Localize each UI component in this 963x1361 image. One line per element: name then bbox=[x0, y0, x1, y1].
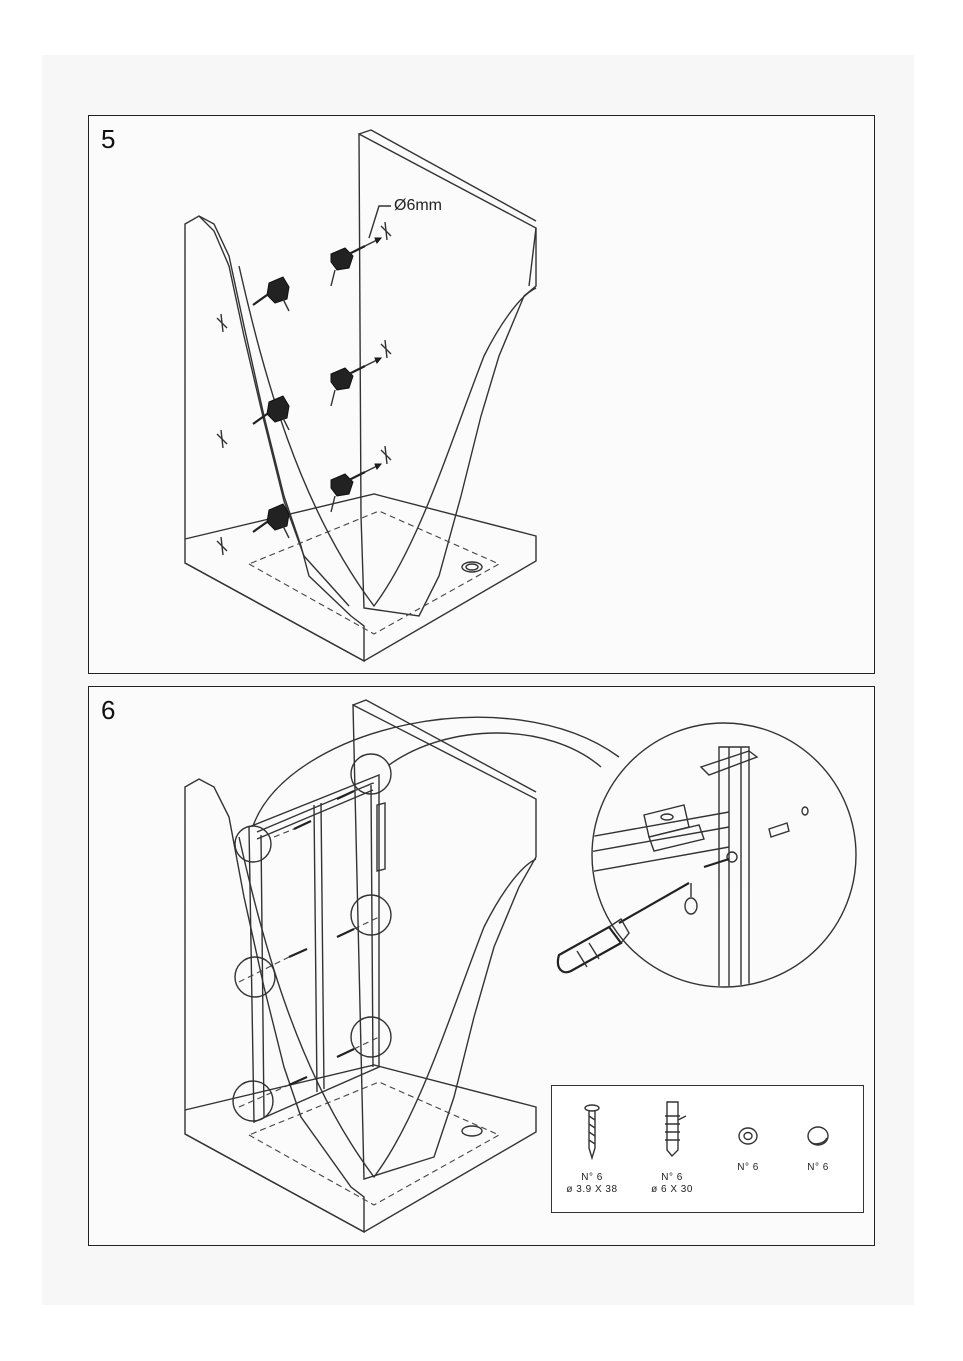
drill-icon bbox=[253, 396, 289, 430]
drain bbox=[462, 1126, 482, 1136]
drill-mark-right-3 bbox=[381, 446, 391, 464]
shower-drilling-illustration: Ø6mm bbox=[89, 116, 876, 675]
detail-circle-mid-right bbox=[351, 895, 391, 935]
back-wall-top-edge bbox=[359, 130, 536, 221]
drill-mark-left-1 bbox=[217, 314, 227, 332]
drill-mark-right-2 bbox=[381, 340, 391, 358]
callout-arc-outer bbox=[253, 717, 619, 826]
cap-detail bbox=[685, 898, 697, 914]
drill-mark-left-2 bbox=[217, 430, 227, 448]
detail-circle-mid-left bbox=[235, 957, 275, 997]
magnified-detail bbox=[592, 723, 856, 987]
part-qty: N° 6 bbox=[778, 1162, 858, 1173]
screw-icon bbox=[585, 1105, 599, 1158]
cutaway-curve bbox=[239, 266, 536, 606]
back-wall bbox=[353, 705, 536, 1179]
shower-tray-base bbox=[185, 1065, 536, 1232]
door-handle bbox=[377, 803, 385, 871]
drill-mark-left-3 bbox=[217, 537, 227, 555]
part-qty: N° 6 bbox=[708, 1162, 788, 1173]
door-divider bbox=[314, 805, 317, 1092]
part-dim: ø 6 X 30 bbox=[632, 1184, 712, 1195]
magnified-detail-content bbox=[589, 747, 808, 987]
drill-icon bbox=[331, 358, 381, 406]
parts-list: N° 6 ø 3.9 X 38 N° 6 ø 6 X 30 N° 6 N° 6 bbox=[551, 1085, 864, 1213]
wall-plug-icon bbox=[665, 1102, 686, 1156]
detail-circle-bottom-right bbox=[351, 1017, 391, 1057]
back-wall-top-edge bbox=[353, 700, 536, 792]
cutaway-curve bbox=[239, 837, 536, 1177]
screwdriver-shaft bbox=[619, 883, 689, 923]
left-wall bbox=[185, 779, 364, 1232]
step-5-panel: 5 bbox=[88, 115, 875, 674]
drill-icon bbox=[331, 464, 381, 512]
cap-icon bbox=[808, 1127, 828, 1145]
step-6-panel: 6 bbox=[88, 686, 875, 1246]
drill-icon bbox=[253, 277, 289, 311]
callout-arc-inner bbox=[389, 733, 601, 767]
drill-size-label: Ø6mm bbox=[394, 197, 442, 214]
drill-mark-right-1 bbox=[381, 222, 391, 240]
part-dim: ø 3.9 X 38 bbox=[552, 1184, 632, 1195]
screwdriver-icon bbox=[558, 919, 629, 972]
tray-outline-dashed bbox=[249, 511, 499, 634]
part-qty: N° 6 bbox=[632, 1172, 712, 1183]
washer-icon bbox=[739, 1128, 757, 1144]
tray-outline-dashed bbox=[249, 1082, 499, 1205]
back-wall-edge bbox=[529, 228, 536, 286]
wall-plug-detail bbox=[769, 823, 789, 837]
part-qty: N° 6 bbox=[552, 1172, 632, 1183]
drill-icon bbox=[331, 238, 381, 286]
